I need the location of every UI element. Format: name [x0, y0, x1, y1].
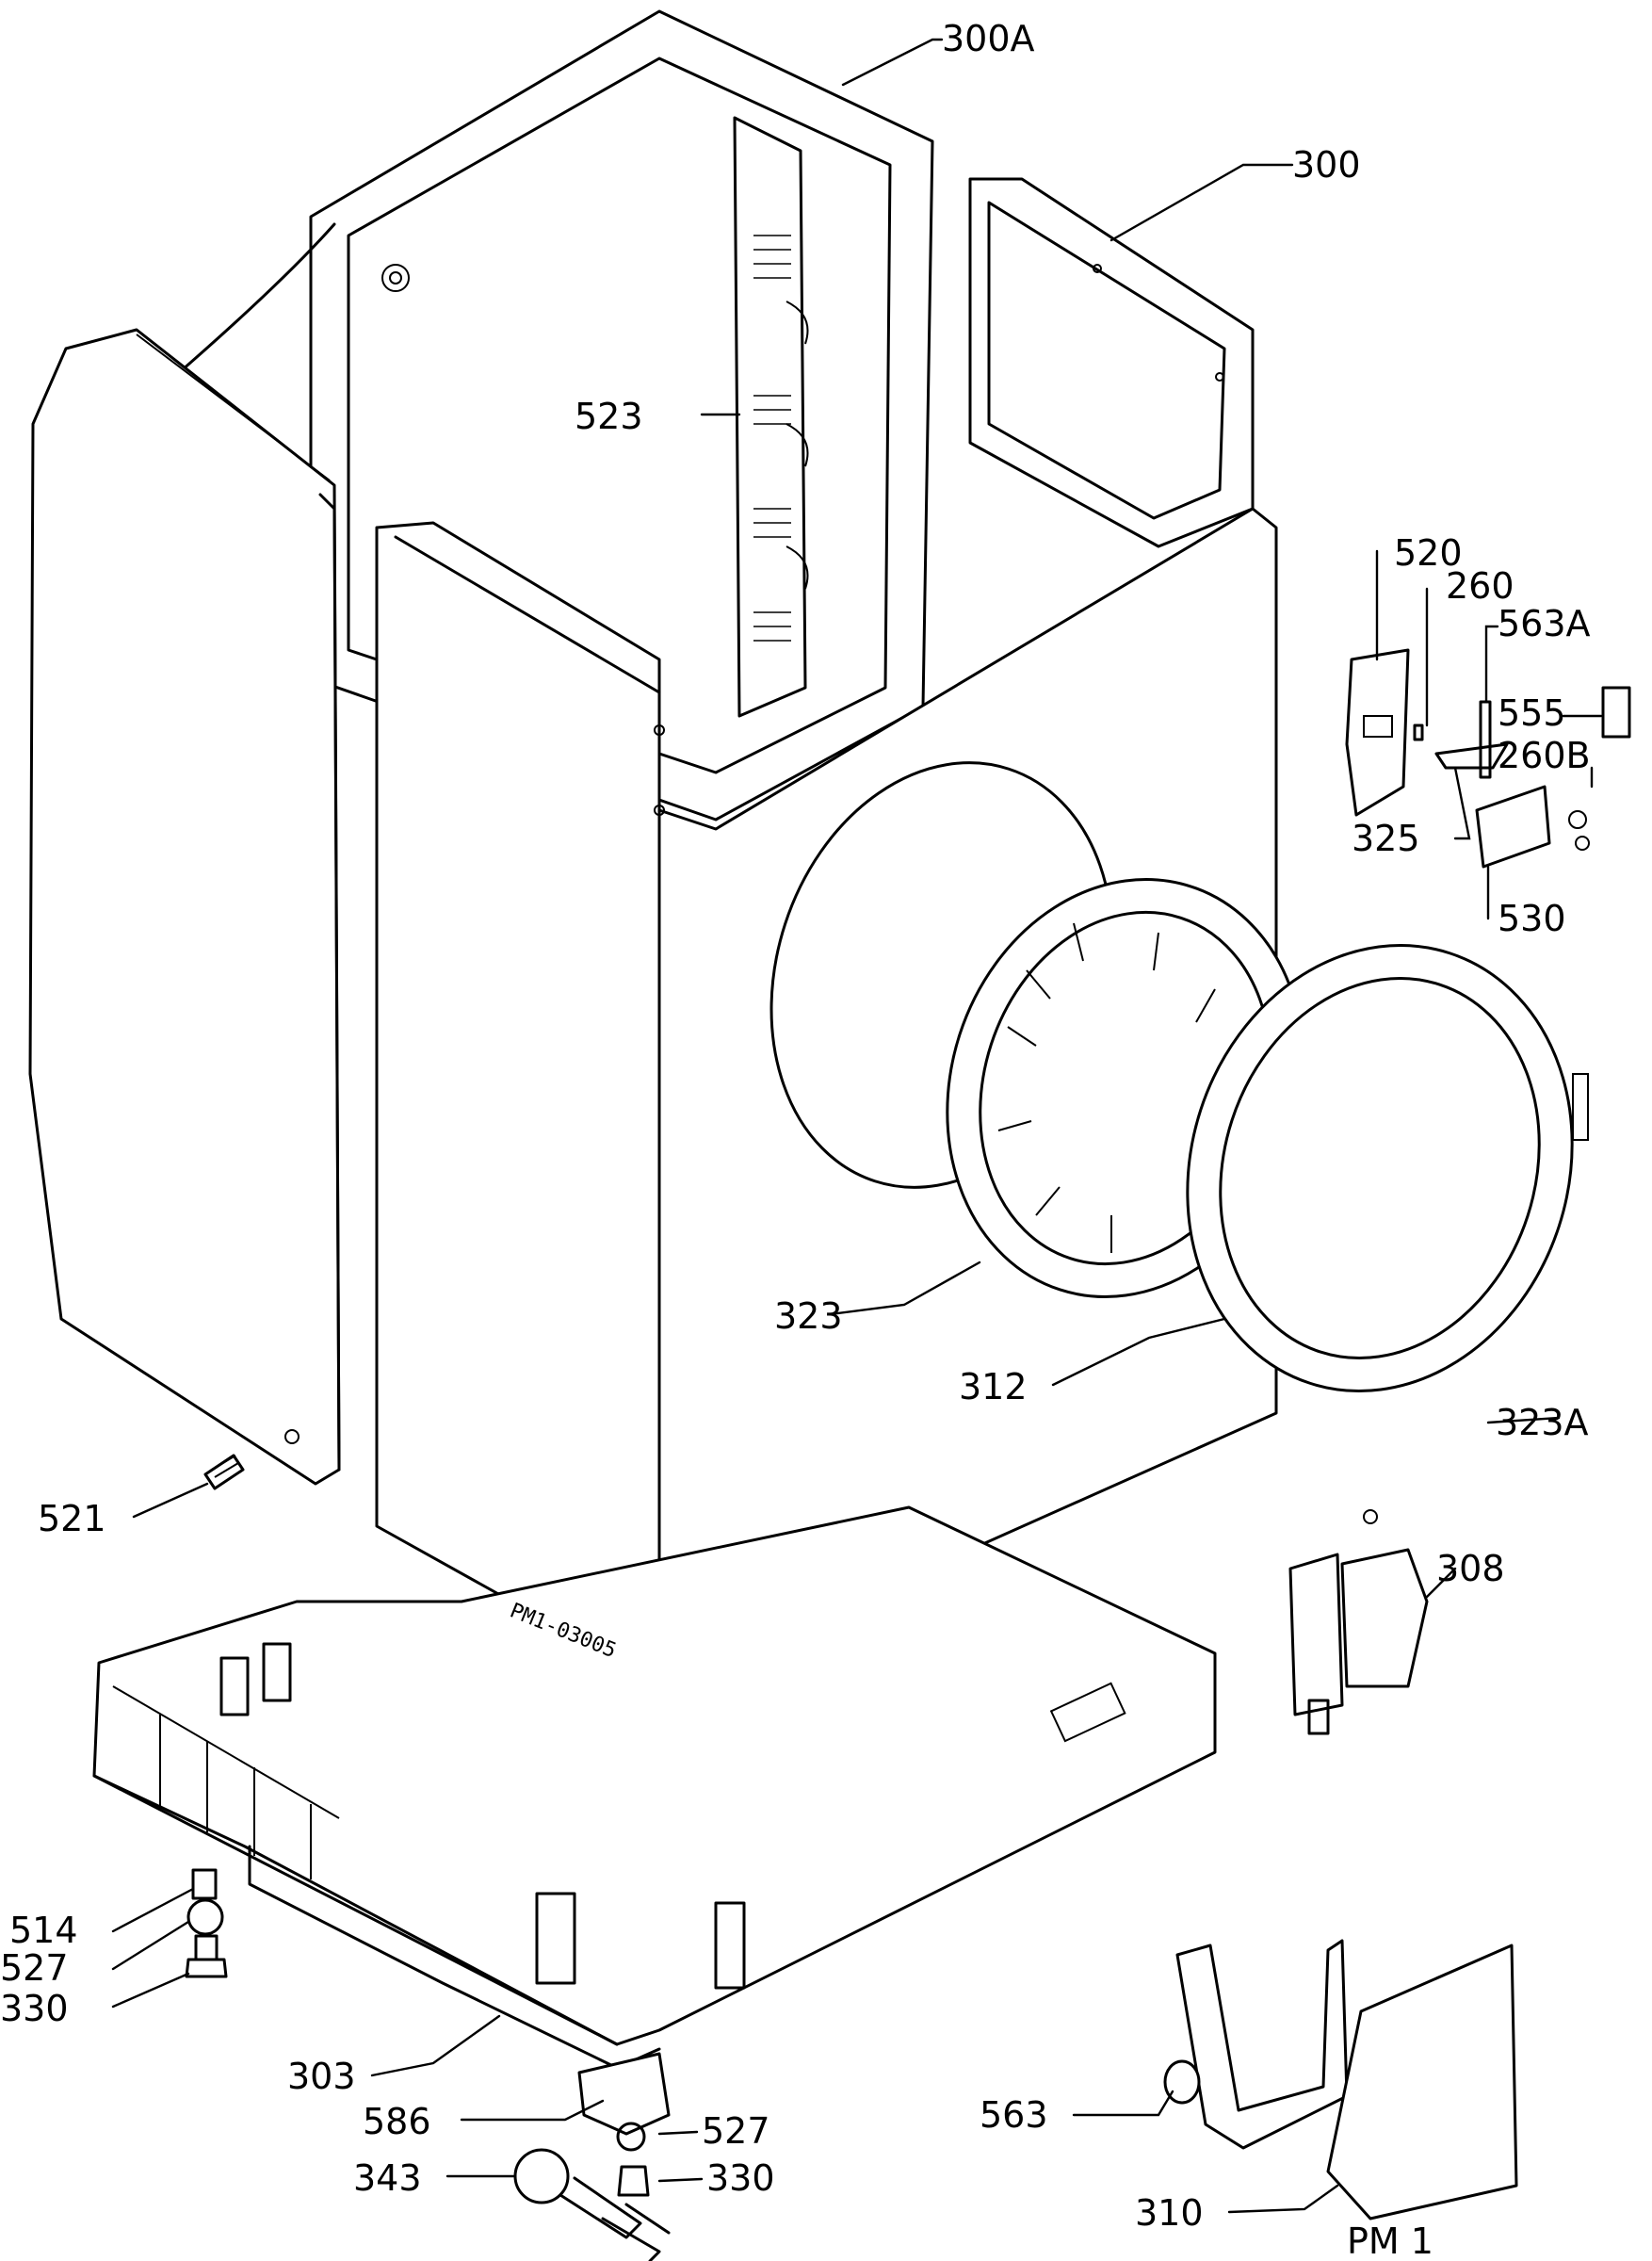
main-cabinet	[375, 507, 1278, 1688]
callout-303: 303	[287, 2056, 356, 2097]
callout-312: 312	[959, 1366, 1028, 1407]
callout-260B: 260B	[1498, 735, 1591, 776]
base-frame	[92, 1505, 1217, 2070]
callout-527-left: 527	[0, 1947, 69, 1989]
callout-323: 323	[774, 1295, 843, 1337]
door-outer-ring	[1186, 944, 1589, 1392]
callout-300: 300	[1292, 144, 1361, 186]
foot-assembly-right	[577, 2052, 671, 2197]
callout-308: 308	[1436, 1548, 1505, 1589]
kick-panel-310	[1326, 1944, 1518, 2220]
callout-325: 325	[1352, 818, 1420, 859]
door-hinge	[1288, 1509, 1429, 1735]
callout-300A: 300A	[942, 18, 1035, 59]
callout-555: 555	[1498, 692, 1566, 734]
callout-521: 521	[38, 1498, 106, 1539]
spanner-343	[513, 2148, 671, 2261]
callout-323A: 323A	[1496, 1402, 1589, 1443]
callout-520: 520	[1394, 532, 1463, 574]
callout-563A: 563A	[1498, 603, 1591, 644]
callout-260: 260	[1446, 565, 1514, 607]
callout-523: 523	[575, 396, 643, 437]
service-flap-bracket	[1163, 1939, 1349, 2150]
callout-530: 530	[1498, 898, 1566, 939]
callout-310: 310	[1135, 2192, 1204, 2234]
door-lock-assembly	[1345, 648, 1631, 869]
callout-343: 343	[353, 2157, 422, 2199]
callout-514: 514	[9, 1910, 78, 1951]
screw-521	[203, 1454, 245, 1490]
left-side-panel	[28, 328, 341, 1486]
callout-563: 563	[980, 2094, 1048, 2136]
top-right-frame	[968, 177, 1255, 548]
callout-527-right: 527	[702, 2110, 770, 2152]
leader-lines	[111, 38, 1603, 2214]
sheet-id: PM 1	[1347, 2220, 1433, 2261]
callout-330-left: 330	[0, 1988, 69, 2029]
callout-330-right: 330	[706, 2157, 775, 2199]
rear-rib-panel	[733, 116, 809, 718]
callout-labels: 300A 300 523 520 260 563A 555 260B 325 5…	[0, 18, 1591, 2234]
callout-586: 586	[363, 2101, 431, 2142]
foot-assembly-left	[185, 1868, 228, 1978]
